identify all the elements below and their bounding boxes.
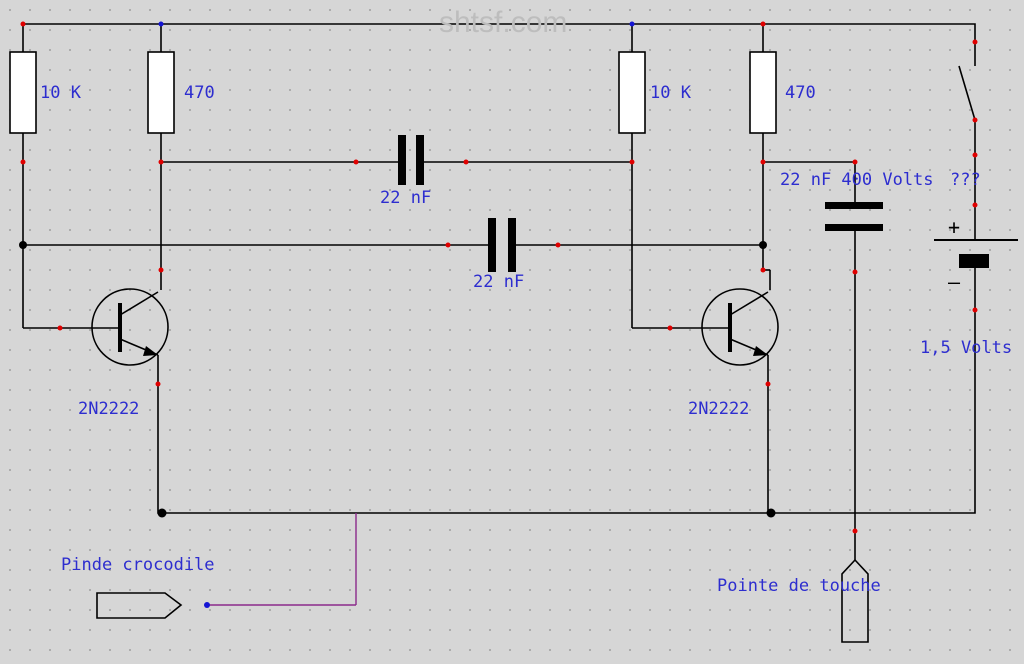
label-crocodile-clip: Pinde crocodile: [61, 555, 215, 575]
label-c3: 22 nF 400 Volts: [780, 170, 934, 190]
crocodile-clip-connector: [96, 592, 183, 619]
capacitors: [398, 135, 883, 272]
capacitor-c1: [398, 135, 424, 185]
resistor-r4: [749, 51, 777, 134]
label-r4: 470: [785, 83, 816, 103]
probe-connector: [841, 558, 869, 643]
transistor-q1: [91, 288, 169, 366]
pin-nodes: [20, 21, 978, 534]
label-r1: 10 K: [40, 83, 81, 103]
wires: [22, 23, 976, 560]
resistor-r2: [147, 51, 175, 134]
label-probe: Pointe de touche: [717, 576, 881, 596]
transistor-q2: [701, 288, 779, 366]
label-q2: 2N2222: [688, 399, 750, 419]
label-c1: 22 nF: [380, 188, 432, 208]
resistor-r1: [9, 51, 37, 134]
label-battery: 1,5 Volts: [920, 338, 1013, 358]
label-q1: 2N2222: [78, 399, 140, 419]
label-c2: 22 nF: [473, 272, 525, 292]
capacitor-c2: [488, 218, 516, 272]
label-r2: 470: [184, 83, 215, 103]
junction-dots: [19, 241, 776, 518]
resistor-r3: [618, 51, 646, 134]
resistors: [9, 51, 777, 134]
switch: [958, 42, 976, 121]
blue-nodes: [158, 21, 635, 608]
capacitor-c3: [825, 202, 883, 231]
watermark: shtsf.com: [439, 6, 568, 39]
battery-symbol: [934, 239, 1018, 268]
label-r3: 10 K: [650, 83, 691, 103]
label-switch: ???: [950, 170, 981, 190]
battery-minus-sign: –: [948, 270, 961, 294]
battery-plus-sign: +: [948, 215, 961, 239]
